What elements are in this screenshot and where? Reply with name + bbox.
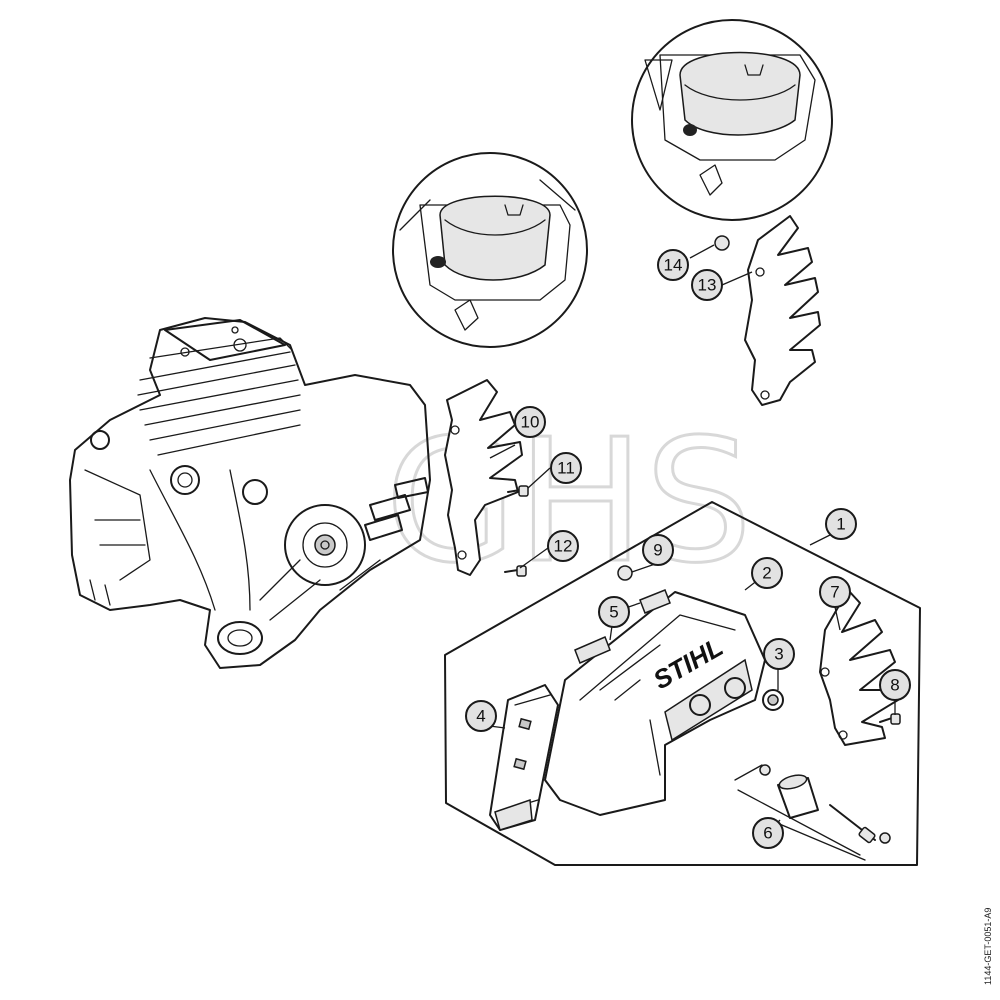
callout-4-label: 4 [476,707,485,726]
collar-nut [762,689,784,711]
callout-11[interactable]: 11 [550,452,582,484]
callout-14[interactable]: 14 [657,249,689,281]
chain-tensioner [489,684,559,831]
callout-12[interactable]: 12 [547,530,579,562]
callout-7[interactable]: 7 [819,576,851,608]
callout-2[interactable]: 2 [751,557,783,589]
callout-4[interactable]: 4 [465,700,497,732]
sprocket-cover: STIHL [544,591,766,816]
nut-14 [714,235,730,251]
callout-2-label: 2 [762,564,771,583]
chain-cover-assembly-outline [444,501,921,866]
callout-6-label: 6 [763,824,772,843]
bumper-spike-10 [444,379,523,576]
callout-14-label: 14 [664,256,683,275]
callout-3[interactable]: 3 [763,638,795,670]
detail-view-left [392,152,588,348]
callout-10[interactable]: 10 [514,406,546,438]
callout-12-label: 12 [554,537,573,556]
callout-6[interactable]: 6 [752,817,784,849]
screw-8 [879,713,901,725]
callout-1-label: 1 [836,515,845,534]
callout-9-label: 9 [653,541,662,560]
callout-10-label: 10 [521,413,540,432]
callout-5[interactable]: 5 [598,596,630,628]
callout-13-label: 13 [698,276,717,295]
callout-8[interactable]: 8 [879,669,911,701]
detail-view-right [631,19,833,221]
chain-tensioner-kit [734,764,891,861]
callout-3-label: 3 [774,645,783,664]
nut-9 [617,565,633,581]
reference-code: 1144-GET-0051-A9 [983,908,993,985]
screw-12 [504,565,527,577]
inserts [574,589,671,664]
callout-13[interactable]: 13 [691,269,723,301]
callout-11-label: 11 [557,459,575,478]
bumper-spike-7 [819,589,899,746]
screw-11 [507,485,529,497]
callout-9[interactable]: 9 [642,534,674,566]
engine-assembly [69,317,431,669]
bumper-spike-13 [744,215,821,406]
callout-8-label: 8 [890,676,899,695]
watermark: GHS [385,403,752,601]
callout-1[interactable]: 1 [825,508,857,540]
callout-7-label: 7 [830,583,839,602]
callout-5-label: 5 [609,603,618,622]
